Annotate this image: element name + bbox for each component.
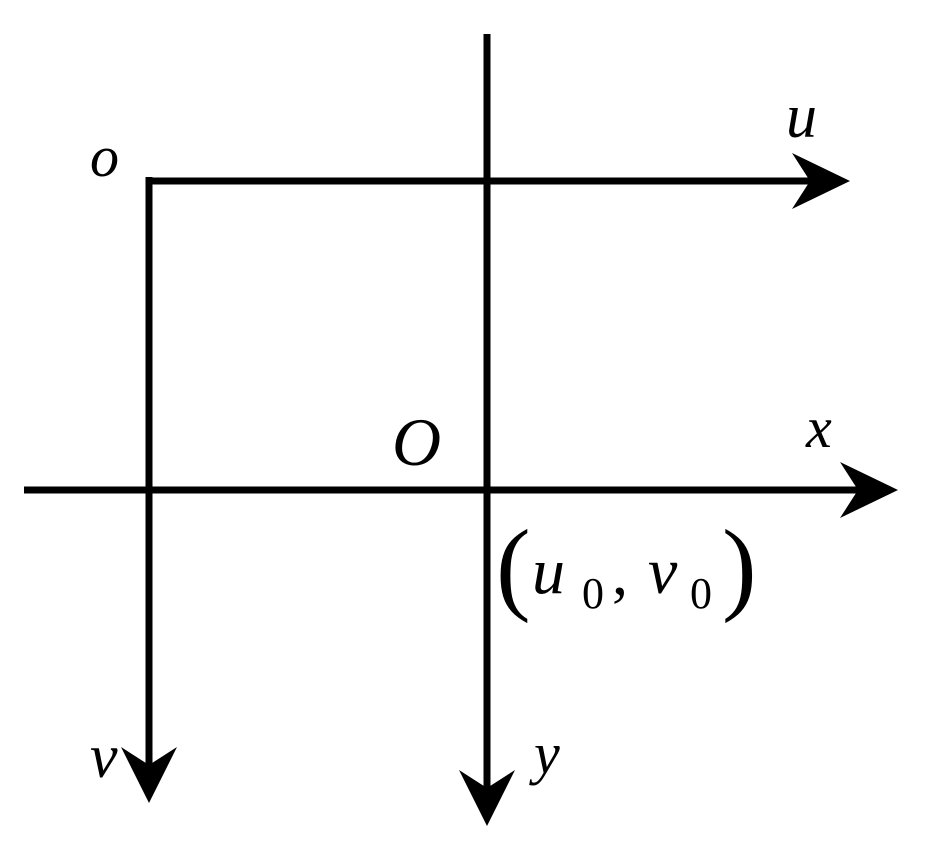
- principal-point-v-var: v: [648, 535, 678, 608]
- principal-point-v-subscript: 0: [690, 569, 712, 618]
- principal-point-close-paren: ): [722, 509, 757, 624]
- v-axis-arrow-icon: [121, 747, 177, 803]
- principal-point-open-paren: (: [496, 509, 531, 624]
- x-axis-arrow-icon: [840, 462, 898, 518]
- image-origin-label: O: [392, 404, 441, 480]
- y-axis-label: y: [529, 721, 560, 786]
- principal-point-comma: ,: [612, 537, 628, 608]
- principal-point-u-var: u: [532, 535, 565, 608]
- pixel-coordinate-system: o u v: [90, 83, 850, 803]
- image-coordinate-system: O x y: [24, 34, 898, 826]
- u-axis-label: u: [786, 83, 817, 151]
- pixel-origin-label: o: [90, 124, 119, 189]
- y-axis-arrow-icon: [459, 770, 515, 826]
- principal-point-label: ( u 0 , v 0 ): [496, 509, 757, 624]
- v-axis-label: v: [90, 723, 118, 791]
- u-axis-arrow-icon: [792, 153, 850, 209]
- principal-point-u-subscript: 0: [582, 569, 604, 618]
- x-axis-label: x: [805, 395, 832, 460]
